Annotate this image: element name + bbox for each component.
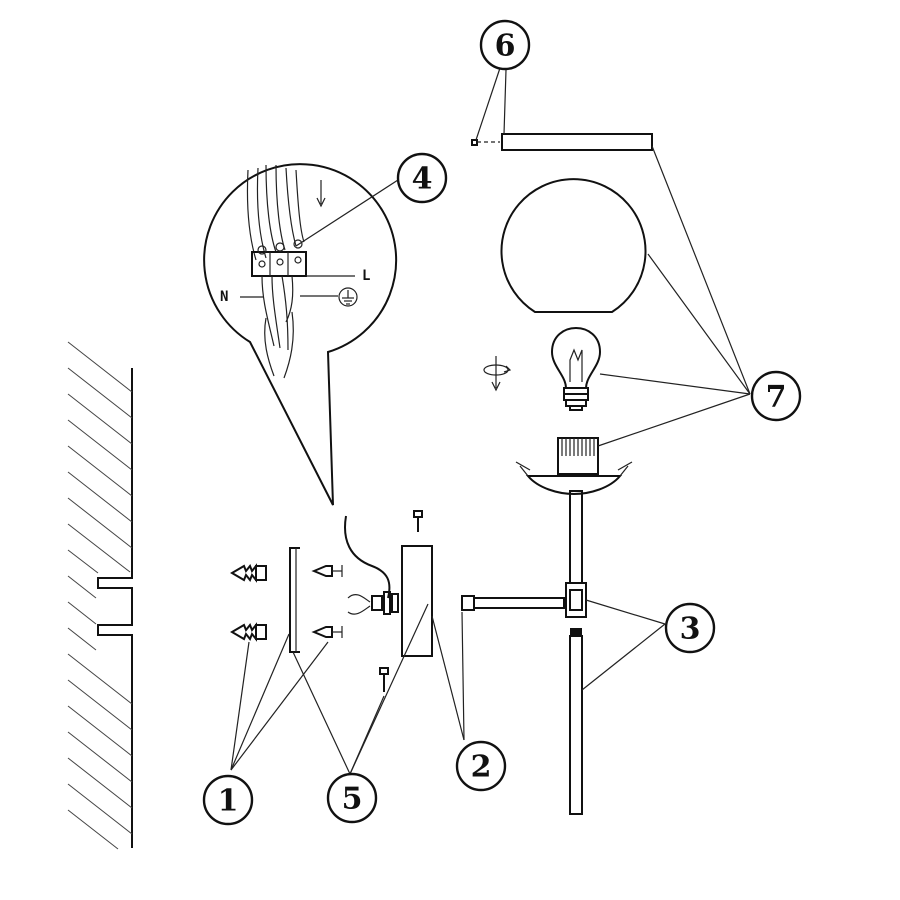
down-arrow-icon <box>316 180 326 208</box>
bowl-holder <box>515 461 633 496</box>
callout-7: 7 <box>750 370 802 422</box>
stem-joint <box>565 582 587 618</box>
callout-4-label: 4 <box>412 162 433 197</box>
wall-hatching <box>67 341 133 850</box>
horizontal-arm <box>461 595 565 611</box>
live-label: L <box>362 268 370 284</box>
neutral-label: N <box>220 289 228 305</box>
wall-plug-top <box>230 563 267 583</box>
set-screw <box>471 139 500 146</box>
callout-3: 3 <box>664 602 716 654</box>
wall <box>67 341 133 850</box>
callout-1: 1 <box>202 774 254 826</box>
wall-plug-bottom <box>230 622 267 642</box>
screw-top-vertical <box>413 510 423 532</box>
top-bar <box>501 133 653 151</box>
callout-4: 4 <box>396 152 448 204</box>
callout-7-label: 7 <box>766 380 787 415</box>
callout-5: 5 <box>326 772 378 824</box>
lower-stem <box>569 628 583 815</box>
callout-2: 2 <box>455 740 507 792</box>
leader-lines <box>230 67 751 775</box>
supply-cable <box>344 515 399 615</box>
callout-1-label: 1 <box>218 784 239 819</box>
callout-3-label: 3 <box>680 612 701 647</box>
screw-lower <box>311 626 343 638</box>
callout-6-label: 6 <box>495 29 516 64</box>
glass-globe <box>500 178 647 313</box>
terminal-block <box>251 239 307 277</box>
mounting-bracket <box>289 547 300 653</box>
screw-upper <box>311 565 343 577</box>
earth-ground-icon <box>338 287 358 307</box>
wall-plate <box>401 545 433 657</box>
rotate-to-install-icon <box>483 356 512 392</box>
light-bulb <box>550 326 602 411</box>
wiring-detail-bubble: N L <box>203 163 398 506</box>
callout-6: 6 <box>479 19 531 71</box>
screw-bottom-vertical <box>379 667 389 692</box>
lampholder <box>557 437 599 475</box>
callout-5-label: 5 <box>342 782 363 817</box>
callout-2-label: 2 <box>471 750 492 785</box>
upper-stem <box>569 490 583 584</box>
